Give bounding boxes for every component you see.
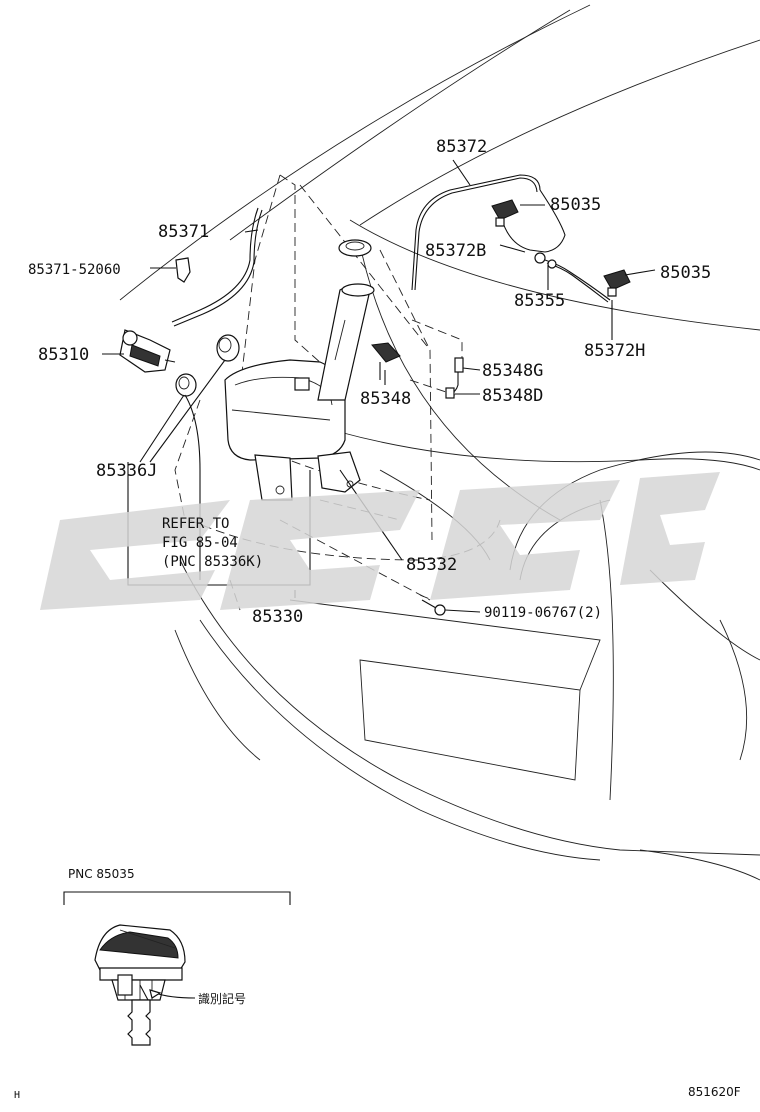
label-85372H: 85372H: [584, 341, 645, 361]
inset-id-mark-label: 識別記号: [198, 991, 246, 1006]
inset-nozzle-detail: PNC 85035 識別記号: [63, 867, 291, 1046]
label-85348: 85348: [360, 389, 411, 409]
watermark: [40, 472, 720, 610]
label-85035-b: 85035: [660, 263, 711, 283]
label-85310: 85310: [38, 345, 89, 365]
washer-pump: [119, 329, 176, 373]
label-90119-06767: 90119-06767(2): [484, 605, 602, 621]
bolt-90119: [421, 599, 446, 616]
footer: H 851620F: [14, 1085, 741, 1101]
refer-line-1: REFER TO: [162, 516, 229, 532]
label-85355: 85355: [514, 291, 565, 311]
washer-hose-assembly: [411, 174, 631, 399]
label-85348D: 85348D: [482, 386, 543, 406]
label-85336J: 85336J: [96, 461, 157, 481]
footer-left-mark: H: [14, 1090, 20, 1101]
label-85332: 85332: [406, 555, 457, 575]
part-labels: 85372 85035 85372B 85035 85355 85372H 85…: [28, 137, 711, 627]
hose-85371: [171, 207, 263, 327]
label-85371-52060: 85371-52060: [28, 262, 121, 278]
label-85371: 85371: [158, 222, 209, 242]
label-85372: 85372: [436, 137, 487, 157]
washer-tank: [224, 239, 401, 501]
refer-line-2: FIG 85-04: [162, 535, 238, 551]
label-85035-a: 85035: [550, 195, 601, 215]
inset-title: PNC 85035: [68, 867, 135, 881]
label-85348G: 85348G: [482, 361, 543, 381]
label-85372B: 85372B: [425, 241, 486, 261]
figure-code: 851620F: [688, 1085, 741, 1099]
label-85330: 85330: [252, 607, 303, 627]
refer-line-3: (PNC 85336K): [162, 554, 263, 570]
